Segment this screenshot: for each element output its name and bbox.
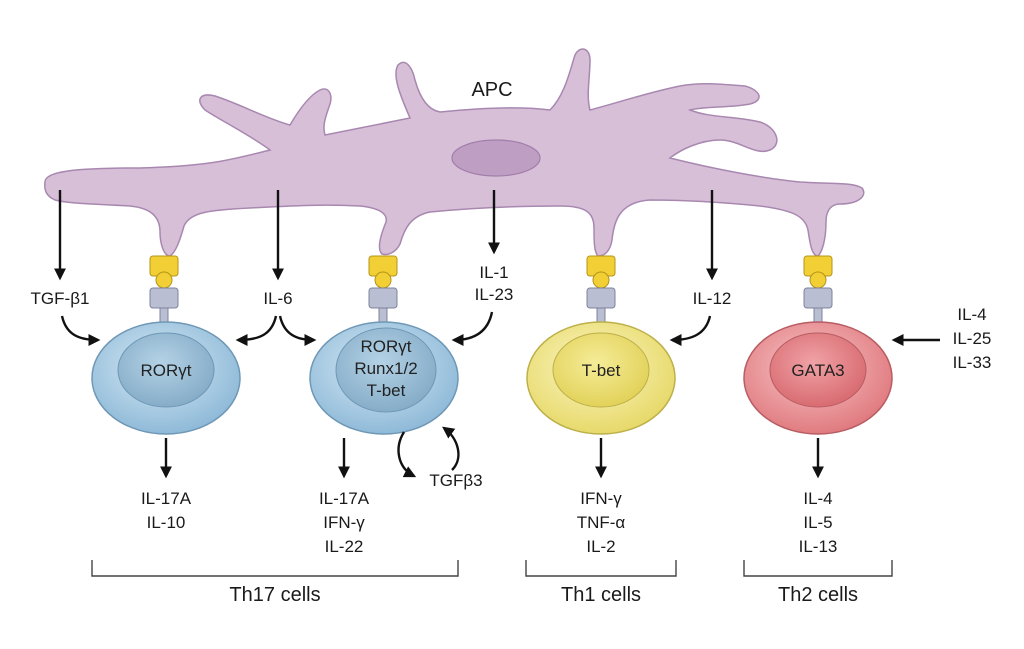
arrow-tgfb3-out [397,431,417,478]
label-il6: IL-6 [263,289,292,308]
t-cell-4: GATA3 [743,321,893,435]
label-il12: IL-12 [693,289,732,308]
bracket-th1 [525,560,677,577]
t-cell-2: RORγt Runx1/2 T-bet [309,321,459,435]
label-tgf-b1: TGF-β1 [31,289,90,308]
tf-label: RORγt [361,337,412,356]
arrow-tgfb3-in [442,426,460,471]
label-il23: IL-23 [475,285,514,304]
group-label-th17: Th17 cells [229,584,320,606]
t-cell-1: RORγt [91,321,241,435]
apc-nucleus [451,139,541,177]
tf-label: T-bet [367,381,406,400]
group-label-th2: Th2 cells [778,584,858,606]
output-label: IFN-γ [323,513,365,532]
output-label: IFN-γ [580,489,622,508]
output-label: TNF-α [577,513,626,532]
output-label: IL-17A [141,489,192,508]
receptor-2 [368,255,398,323]
output-label: IL-10 [147,513,186,532]
receptor-3 [586,255,616,323]
apc-cell: APC [44,48,865,257]
arrow-tgf-b1-to-cell1 [60,315,101,346]
tf-label: RORγt [141,361,192,380]
label-il33-in: IL-33 [953,353,992,372]
tf-label: Runx1/2 [354,359,417,378]
label-il25-in: IL-25 [953,329,992,348]
arrow-il6-to-cell2 [278,315,317,346]
arrow-il6-to-cell1 [235,315,278,346]
tf-label: GATA3 [791,361,844,380]
output-label: IL-5 [803,513,832,532]
output-label: IL-4 [803,489,832,508]
arrow-il23-to-cell2 [451,311,494,346]
output-label: IL-13 [799,537,838,556]
arrow-il12-to-cell3 [669,315,712,346]
label-il4-in: IL-4 [957,305,986,324]
bracket-th2 [743,560,893,577]
t-cell-3: T-bet [526,321,676,435]
output-label: IL-22 [325,537,364,556]
label-tgfb3: TGFβ3 [429,471,482,490]
output-label: IL-17A [319,489,370,508]
bracket-th17 [91,560,459,577]
group-label-th1: Th1 cells [561,584,641,606]
label-il1: IL-1 [479,263,508,282]
receptor-1 [149,255,179,323]
receptor-4 [803,255,833,323]
apc-label: APC [471,79,512,101]
output-label: IL-2 [586,537,615,556]
tf-label: T-bet [582,361,621,380]
